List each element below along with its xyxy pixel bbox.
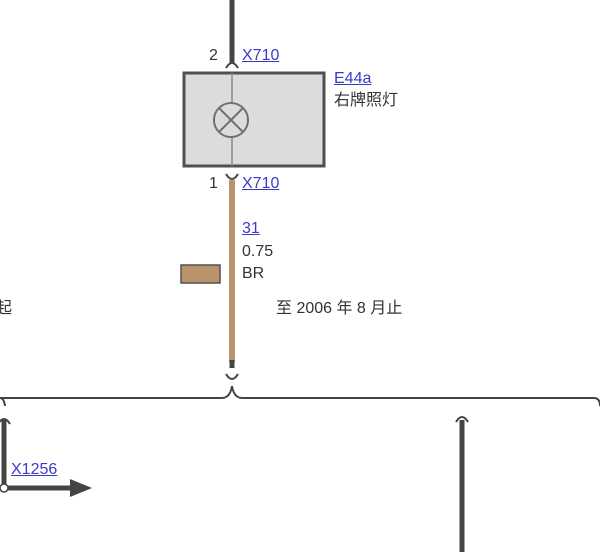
connector-bottom-pin: 1 xyxy=(209,175,218,192)
variant-bracket xyxy=(0,385,600,407)
wire-color-swatch xyxy=(180,264,221,284)
lamp-icon xyxy=(213,102,249,138)
wire-end-symbol xyxy=(225,373,239,380)
variant-right-label: 至 2006 年 8 月止 xyxy=(276,300,403,317)
wire-color-code: BR xyxy=(242,265,265,282)
connector-top-link[interactable]: X710 xyxy=(242,47,280,64)
connector-bottom-link[interactable]: X710 xyxy=(242,175,280,192)
component-label: 右牌照灯 xyxy=(334,92,399,109)
component-id-link[interactable]: E44a xyxy=(334,70,372,87)
variant-left-label: 起 xyxy=(0,300,13,317)
component-box[interactable] xyxy=(182,71,326,168)
connector-bottom-symbol xyxy=(225,173,239,180)
bottom-connector-link[interactable]: X1256 xyxy=(11,461,58,478)
arrow-right-icon xyxy=(70,479,92,497)
wire-gauge: 0.75 xyxy=(242,243,274,260)
connector-top-pin: 2 xyxy=(209,47,218,64)
wire-number-link[interactable]: 31 xyxy=(242,220,260,237)
